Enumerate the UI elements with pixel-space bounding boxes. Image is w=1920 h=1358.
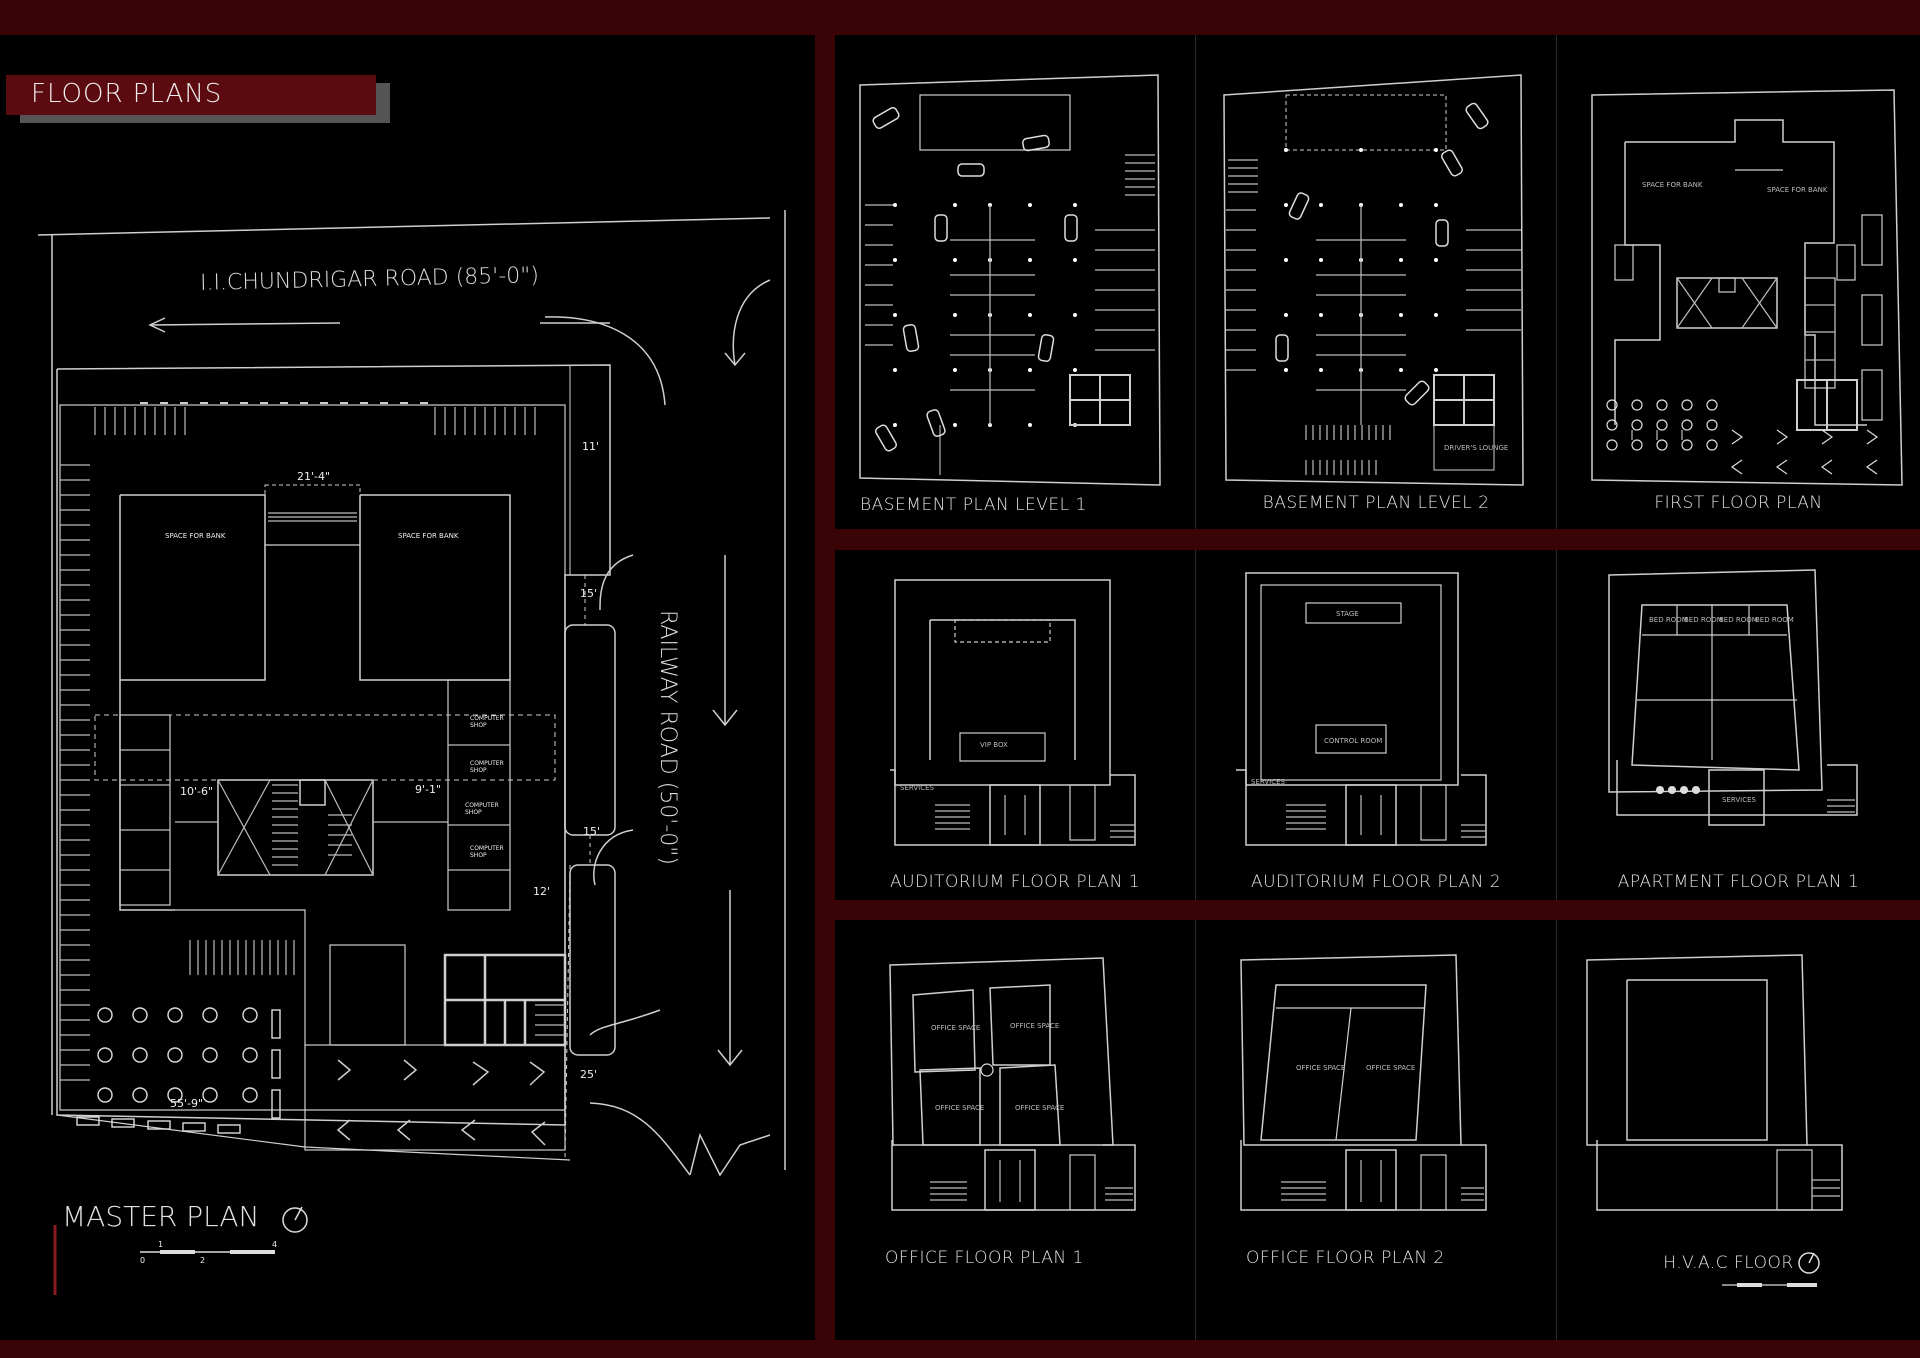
room-label: VIP BOX	[980, 741, 1008, 749]
room-label: SERVICES	[1722, 796, 1757, 804]
plan-auditorium-1: VIP BOX SERVICES AUDITORIUM FLOOR PLAN 1	[835, 550, 1196, 900]
dim-label: 11'	[582, 440, 600, 453]
page-title: FLOOR PLANS	[31, 79, 223, 109]
plan-apartment-1: BED ROOM BED ROOM BED ROOM BED ROOM SERV…	[1557, 550, 1920, 900]
title-bar: FLOOR PLANS	[6, 75, 376, 115]
master-plan-panel: FLOOR PLANS	[0, 35, 815, 1340]
room-label: STAGE	[1336, 610, 1359, 618]
plan-basement-1: BASEMENT PLAN LEVEL 1	[835, 35, 1196, 529]
room-label: COMPUTER SHOP	[470, 760, 504, 774]
scale-tick: 2	[200, 1256, 206, 1265]
dim-label: 10'-6"	[180, 785, 214, 798]
plan-office-2: OFFICE SPACE OFFICE SPACE OFFICE FLOOR P…	[1196, 920, 1557, 1340]
room-label: BED ROOM	[1719, 616, 1758, 624]
master-plan-drawing	[37, 210, 786, 1295]
room-label: COMPUTER SHOP	[470, 845, 504, 859]
plan-label: OFFICE FLOOR PLAN 2	[1246, 1248, 1445, 1268]
plan-office-1: OFFICE SPACE OFFICE SPACE OFFICE SPACE O…	[835, 920, 1196, 1340]
room-label: OFFICE SPACE	[935, 1104, 984, 1112]
room-label: OFFICE SPACE	[1015, 1104, 1064, 1112]
dim-label: 55'-9"	[170, 1097, 204, 1110]
dim-label: 9'-1"	[415, 783, 442, 796]
room-label: SPACE FOR BANK	[398, 532, 459, 540]
plan-basement-2: DRIVER'S LOUNGE BASEMENT PLAN LEVEL 2	[1196, 35, 1557, 529]
room-label: COMPUTER SHOP	[465, 802, 499, 816]
dim-label: 12'	[533, 885, 551, 898]
road-label-right: RAILWAY ROAD (50'-0")	[655, 610, 680, 865]
room-label: SPACE FOR BANK	[1642, 181, 1703, 189]
room-label: OFFICE SPACE	[1010, 1022, 1059, 1030]
scale-tick: 4	[272, 1240, 278, 1249]
plan-label: OFFICE FLOOR PLAN 1	[885, 1248, 1084, 1268]
plan-auditorium-2: STAGE CONTROL ROOM SERVICES AUDITORIUM F…	[1196, 550, 1557, 900]
plan-label: H.V.A.C FLOOR	[1663, 1253, 1794, 1273]
room-label: COMPUTER SHOP	[470, 715, 504, 729]
dim-label: 15'	[580, 587, 598, 600]
plan-label: BASEMENT PLAN LEVEL 1	[860, 495, 1087, 515]
plan-label: APARTMENT FLOOR PLAN 1	[1617, 872, 1860, 892]
dim-label: 25'	[580, 1068, 598, 1081]
room-label: CONTROL ROOM	[1324, 737, 1382, 745]
scale-tick: 0	[140, 1256, 146, 1265]
dim-label: 21'-4"	[297, 470, 331, 483]
room-label: OFFICE SPACE	[931, 1024, 980, 1032]
scale-tick: 1	[158, 1240, 164, 1249]
dim-label: 15'	[583, 825, 601, 838]
room-label: BED ROOM	[1755, 616, 1794, 624]
drivers-lounge-label: DRIVER'S LOUNGE	[1444, 444, 1508, 452]
plan-hvac: H.V.A.C FLOOR	[1557, 920, 1920, 1340]
room-label: BED ROOM	[1684, 616, 1723, 624]
room-label: SPACE FOR BANK	[165, 532, 226, 540]
master-plan-label: MASTER PLAN	[62, 1200, 260, 1233]
room-label: SPACE FOR BANK	[1767, 186, 1828, 194]
plan-first-floor: SPACE FOR BANK SPACE FOR BANK FIRST FLOO…	[1557, 35, 1920, 529]
room-label: SERVICES	[900, 784, 935, 792]
room-label: OFFICE SPACE	[1296, 1064, 1345, 1072]
plan-label: BASEMENT PLAN LEVEL 2	[1262, 493, 1490, 513]
plan-label: AUDITORIUM FLOOR PLAN 2	[1250, 872, 1502, 892]
room-label: SERVICES	[1251, 778, 1286, 786]
plan-label: FIRST FLOOR PLAN	[1654, 493, 1823, 513]
plan-label: AUDITORIUM FLOOR PLAN 1	[889, 872, 1141, 892]
room-label: OFFICE SPACE	[1366, 1064, 1415, 1072]
room-label: BED ROOM	[1649, 616, 1688, 624]
